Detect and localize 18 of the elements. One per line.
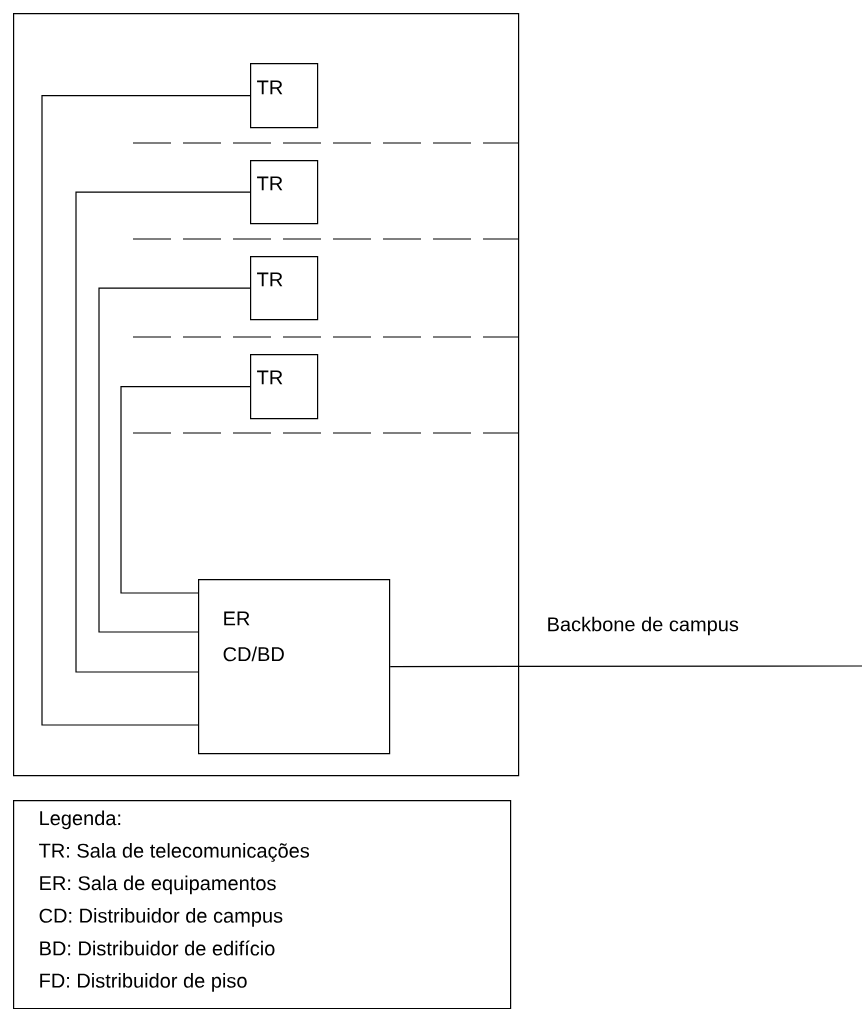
cable-line [98,287,251,633]
legend-heading: Legenda: [40,810,121,830]
legend-box [13,800,512,1009]
room-box: TR [250,354,319,420]
legend-entry: CD: Distribuidor de campus [39,908,283,927]
room-box: ER CD/BD [198,579,391,755]
room-box: TR [250,160,319,225]
cable-line [75,191,251,673]
cable-line [41,95,251,726]
room-box: TR [250,256,319,321]
building-outline [13,13,520,777]
legend-entry: FD: Distribuidor de piso [40,973,247,992]
legend-entry: TR: Sala de telecomunicações [39,843,310,862]
cable-line [389,665,862,668]
legend-entry: BD: Distribuidor de edifício [40,940,275,956]
cable-line [120,386,251,594]
room-box: TR [250,63,319,129]
legend-entry: ER: Sala de equipamentos [40,875,276,895]
